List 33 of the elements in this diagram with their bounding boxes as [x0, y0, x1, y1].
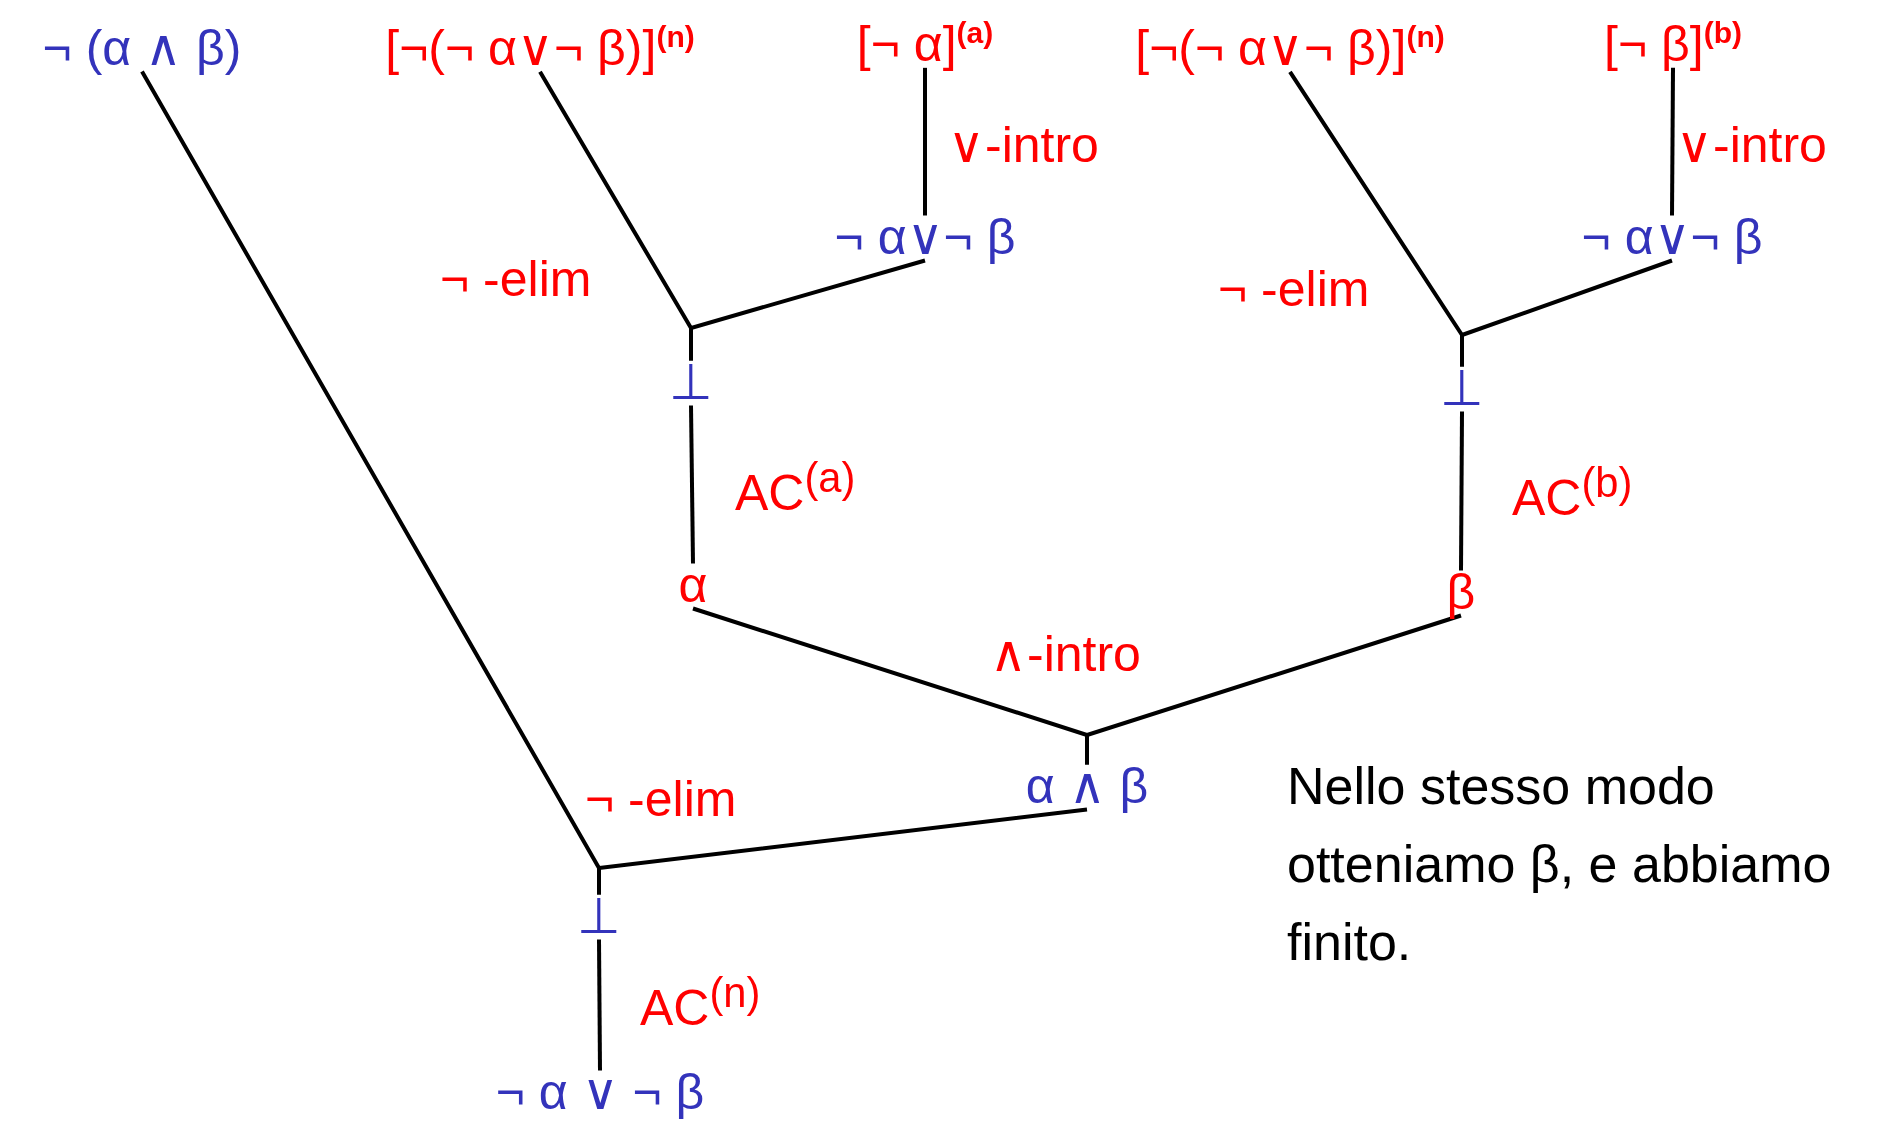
rule-label: ¬ -elim [440, 252, 592, 307]
rule-label: AC$^{(b)}$ [1512, 460, 1633, 526]
formula: ¬ α∨¬ β [834, 209, 1016, 265]
formula: [¬(¬ α∨¬ β)]$^{(n)}$ [1135, 20, 1445, 76]
proof-line [597, 807, 1088, 895]
rule-label: ¬ -elim [585, 772, 737, 827]
formula: α [678, 557, 708, 613]
formula: [¬ β]$^{(b)}$ [1604, 16, 1742, 72]
formula: ⊥ [577, 888, 621, 944]
rule-label: ∧-intro [990, 627, 1141, 682]
formula: ¬ (α ∧ β) [42, 20, 242, 76]
rule-label: ∨-intro [1676, 118, 1827, 173]
proof-line [1670, 67, 1675, 216]
proof-line [689, 405, 695, 564]
rule-label: ∨-intro [948, 118, 1099, 173]
rule-label: AC$^{(a)}$ [735, 455, 856, 521]
formula: [¬(¬ α∨¬ β)]$^{(n)}$ [385, 20, 695, 76]
rule-label: AC$^{(n)}$ [640, 970, 761, 1036]
formula: β [1446, 564, 1476, 620]
formula: ¬ α∨¬ β [1581, 209, 1763, 265]
proof-line [923, 67, 927, 216]
proof-line [1459, 411, 1464, 571]
proof-line [597, 939, 602, 1071]
rule-label: ¬ -elim [1218, 262, 1370, 317]
proof-line [689, 258, 926, 361]
formula: ⊥ [669, 354, 713, 410]
note-text: Nello stesso modo otteniamo β, e abbiamo finito. [1287, 756, 1833, 973]
formula: ¬ α ∨ ¬ β [495, 1064, 705, 1120]
formula: α ∧ β [1025, 758, 1149, 814]
proof-line [1085, 613, 1462, 765]
formula: [¬ α]$^{(a)}$ [856, 16, 994, 72]
proof-line [1460, 258, 1673, 367]
formula: ⊥ [1440, 360, 1484, 416]
